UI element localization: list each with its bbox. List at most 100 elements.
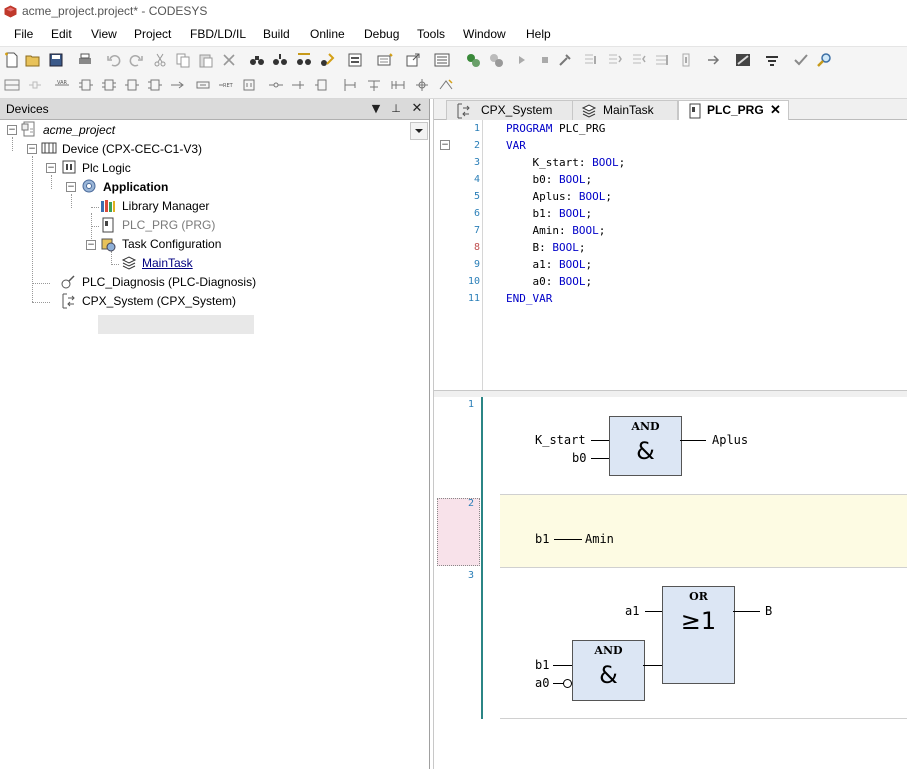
panel-menu-icon[interactable]: ▼: [371, 102, 381, 115]
inner-and-block[interactable]: AND &: [572, 640, 645, 701]
network-2-selection-marker[interactable]: [437, 498, 480, 566]
insert-input-icon[interactable]: [241, 77, 257, 93]
tree-dropdown-button[interactable]: [410, 122, 428, 140]
insert-coil-icon[interactable]: [314, 77, 330, 93]
insert-network-icon[interactable]: [4, 77, 20, 93]
insert-return-icon[interactable]: RET: [217, 77, 233, 93]
edge-detection-icon[interactable]: [390, 77, 406, 93]
bookmark-icon[interactable]: [347, 52, 363, 68]
find-next-icon[interactable]: [272, 52, 288, 68]
insert-contact-icon[interactable]: [268, 77, 284, 93]
collapse-application-toggle[interactable]: −: [66, 182, 76, 192]
zoom-icon[interactable]: [816, 52, 832, 68]
tab-plc-prg[interactable]: PLC_PRG ✕: [678, 100, 789, 120]
menu-file[interactable]: File: [14, 27, 34, 41]
menu-tools[interactable]: Tools: [417, 27, 446, 41]
close-panel-icon[interactable]: ✕: [411, 101, 423, 116]
undo-icon[interactable]: [106, 52, 122, 68]
collapse-project-toggle[interactable]: −: [7, 125, 17, 135]
breakpoint-icon[interactable]: [678, 52, 694, 68]
tree-item-application[interactable]: Application: [103, 180, 169, 194]
tab-cpx-system[interactable]: CPX_System: [446, 100, 574, 120]
new-file-icon[interactable]: [4, 52, 20, 68]
save-icon[interactable]: [48, 52, 64, 68]
insert-jump-icon[interactable]: [170, 77, 186, 93]
login-icon[interactable]: [465, 52, 481, 68]
tree-item-library-manager[interactable]: Library Manager: [122, 199, 210, 213]
tree-item-plc-logic[interactable]: Plc Logic: [82, 161, 131, 175]
next-statement-icon[interactable]: [706, 52, 722, 68]
step-into-icon[interactable]: [607, 52, 623, 68]
menu-edit[interactable]: Edit: [51, 27, 72, 41]
open-folder-icon[interactable]: [25, 52, 41, 68]
force-values-icon[interactable]: [764, 52, 780, 68]
reset-icon[interactable]: [557, 52, 573, 68]
negation-circle[interactable]: [563, 679, 572, 688]
menu-online[interactable]: Online: [310, 27, 345, 41]
insert-empty-box-icon[interactable]: [124, 77, 140, 93]
add-object-icon[interactable]: [377, 52, 393, 68]
menu-build[interactable]: Build: [263, 27, 290, 41]
stop-icon[interactable]: [537, 52, 553, 68]
close-tab-icon[interactable]: ✕: [770, 102, 781, 117]
insert-assignment-icon[interactable]: VAR: [54, 77, 70, 93]
cut-icon[interactable]: [152, 52, 168, 68]
paste-icon[interactable]: [198, 52, 214, 68]
output-variable[interactable]: Amin: [585, 532, 614, 546]
or-block[interactable]: OR ≥1: [662, 586, 735, 684]
menu-debug[interactable]: Debug: [364, 27, 400, 41]
insert-branch-icon[interactable]: [438, 77, 454, 93]
find-in-project-icon[interactable]: [296, 52, 312, 68]
start-icon[interactable]: [514, 52, 530, 68]
menu-fbd-ld-il[interactable]: FBD/LD/IL: [190, 27, 247, 41]
step-over-icon[interactable]: [583, 52, 599, 68]
pin-icon[interactable]: ⊥: [391, 102, 401, 115]
write-values-icon[interactable]: [735, 52, 751, 68]
insert-box-en-empty-icon[interactable]: [147, 77, 163, 93]
collapse-device-toggle[interactable]: −: [27, 144, 37, 154]
insert-contact-right-icon[interactable]: [291, 77, 307, 93]
insert-label-icon[interactable]: [195, 77, 211, 93]
insert-parallel-branch-icon[interactable]: [342, 77, 358, 93]
check-icon[interactable]: [793, 52, 809, 68]
menu-help[interactable]: Help: [526, 27, 551, 41]
delete-icon[interactable]: [221, 52, 237, 68]
fbd-editor[interactable]: 1 2 3 AND & K_start b0 Aplus b1 Amin OR …: [434, 397, 907, 769]
input-variable[interactable]: b0: [572, 451, 587, 465]
print-icon[interactable]: [77, 52, 93, 68]
build-icon[interactable]: [434, 52, 450, 68]
tree-item-device[interactable]: Device (CPX-CEC-C1-V3): [62, 142, 203, 156]
declaration-editor[interactable]: − 1 2 3 4 5 6 7 8 9 10 11 PROGRAM PLC_PR…: [434, 120, 907, 390]
output-variable[interactable]: Aplus: [712, 433, 749, 447]
export-icon[interactable]: [405, 52, 421, 68]
and-block[interactable]: AND &: [609, 416, 682, 476]
find-icon[interactable]: [249, 52, 265, 68]
step-out-icon[interactable]: [631, 52, 647, 68]
input-variable[interactable]: b1: [535, 532, 550, 546]
collapse-var-block-toggle[interactable]: −: [440, 140, 450, 150]
insert-box-icon[interactable]: [78, 77, 94, 93]
tree-item-task-configuration[interactable]: Task Configuration: [122, 237, 222, 251]
tree-item-plc-diagnosis[interactable]: PLC_Diagnosis (PLC-Diagnosis): [82, 275, 257, 289]
insert-box-with-en-icon[interactable]: [101, 77, 117, 93]
collapse-task-configuration-toggle[interactable]: −: [86, 240, 96, 250]
redo-icon[interactable]: [128, 52, 144, 68]
collapse-plc-logic-toggle[interactable]: −: [46, 163, 56, 173]
tree-item-maintask[interactable]: MainTask: [142, 256, 193, 270]
logout-icon[interactable]: [488, 52, 504, 68]
tree-item-acme-project[interactable]: acme_project: [43, 123, 116, 137]
tree-item-plc-prg[interactable]: PLC_PRG (PRG): [122, 218, 216, 232]
insert-network-below-icon[interactable]: [27, 77, 43, 93]
input-variable[interactable]: K_start: [535, 433, 586, 447]
input-variable[interactable]: a0: [535, 676, 550, 690]
copy-icon[interactable]: [175, 52, 191, 68]
tree-item-cpx-system[interactable]: CPX_System (CPX_System): [82, 294, 237, 308]
input-variable[interactable]: a1: [625, 604, 640, 618]
tab-maintask[interactable]: MainTask: [572, 100, 678, 120]
output-variable[interactable]: B: [765, 604, 773, 618]
menu-window[interactable]: Window: [463, 27, 506, 41]
negate-icon[interactable]: [366, 77, 382, 93]
menu-view[interactable]: View: [91, 27, 117, 41]
menu-project[interactable]: Project: [134, 27, 172, 41]
run-to-cursor-icon[interactable]: [654, 52, 670, 68]
